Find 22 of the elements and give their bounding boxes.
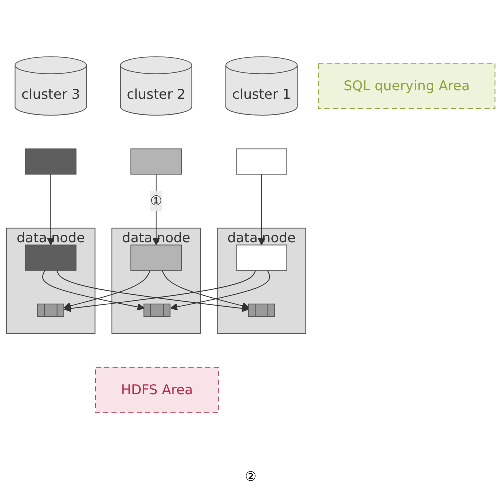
node-bar	[130, 244, 182, 271]
node-bar	[236, 148, 288, 175]
cluster: data node	[6, 228, 96, 334]
edge-label: ①	[150, 192, 162, 209]
node-box: HDFS Area	[96, 367, 219, 414]
arrow	[64, 270, 151, 310]
node-box	[38, 304, 64, 318]
node-box	[248, 304, 276, 318]
node-bar	[130, 148, 182, 175]
cluster: data node	[217, 228, 306, 334]
step-number: ②	[245, 470, 257, 485]
arrow	[258, 174, 266, 246]
arrow	[47, 174, 55, 246]
arrow	[162, 270, 250, 310]
arrow	[170, 270, 270, 311]
node-bar	[25, 244, 77, 271]
arrow	[42, 270, 145, 311]
node-bar	[236, 244, 288, 271]
node-box: SQL querying Area	[318, 63, 496, 110]
node-box	[144, 304, 171, 318]
node-bar	[25, 148, 77, 175]
cluster: data node	[112, 228, 202, 334]
